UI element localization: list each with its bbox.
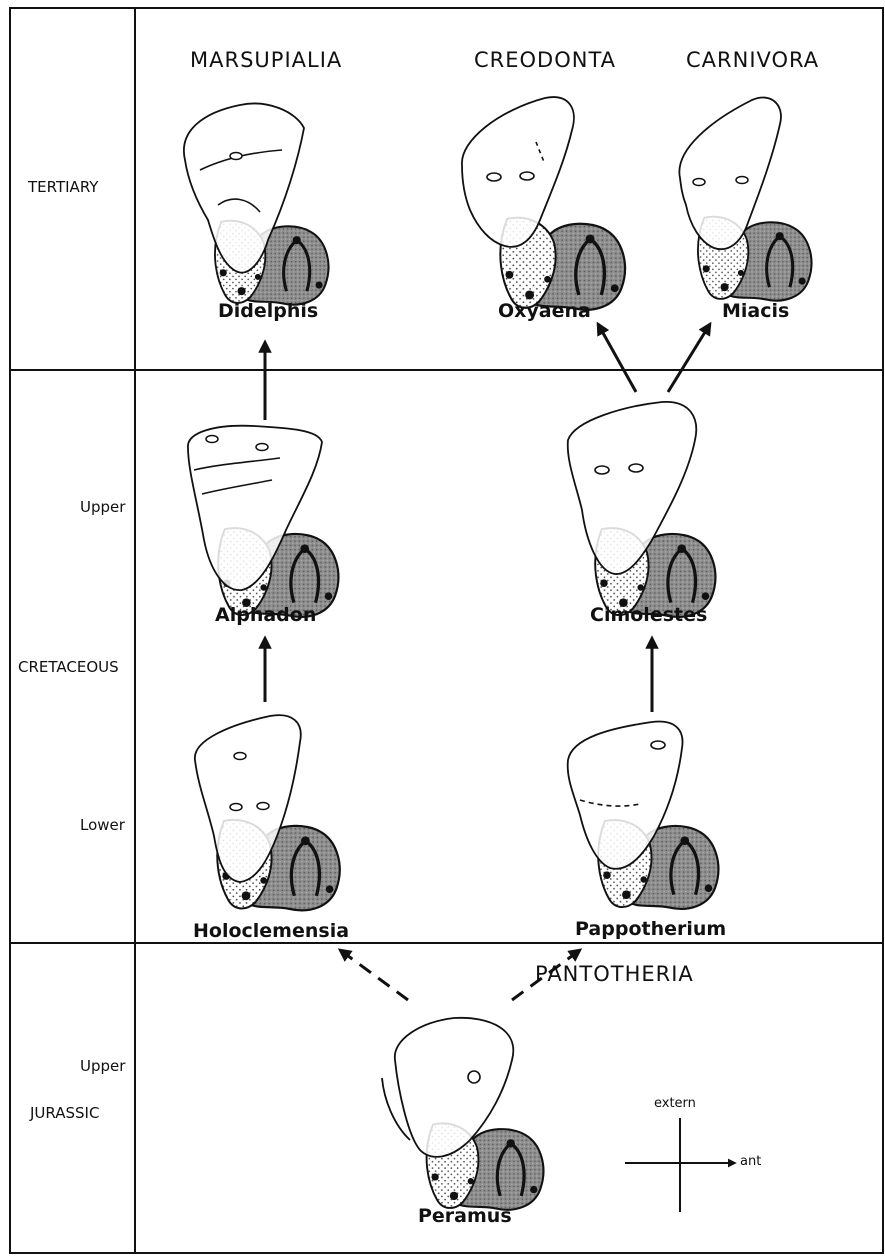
- genus-cimolestes: Cimolestes: [590, 604, 707, 626]
- genus-holoclemensia: Holoclemensia: [193, 920, 349, 942]
- upper-molar-oxyaena: [462, 97, 574, 247]
- period-jurassic: JURASSIC: [30, 1104, 99, 1122]
- orientation-ant-label: ant: [740, 1154, 761, 1169]
- genus-didelphis: Didelphis: [218, 300, 318, 322]
- period-upper-jurassic: Upper: [80, 1057, 125, 1075]
- group-creodonta: CREODONTA: [474, 48, 616, 72]
- period-upper-cretaceous: Upper: [80, 498, 125, 516]
- genus-miacis: Miacis: [722, 300, 789, 322]
- group-pantotheria: PANTOTHERIA: [535, 962, 694, 986]
- genus-alphadon: Alphadon: [215, 604, 316, 626]
- period-tertiary: TERTIARY: [28, 178, 98, 196]
- orientation-extern-label: extern: [654, 1096, 696, 1111]
- period-cretaceous: CRETACEOUS: [18, 658, 119, 676]
- orientation-cross: [625, 1118, 735, 1212]
- genus-oxyaena: Oxyaena: [498, 300, 591, 322]
- group-carnivora: CARNIVORA: [686, 48, 819, 72]
- period-lower-cretaceous: Lower: [80, 816, 125, 834]
- genus-peramus: Peramus: [418, 1205, 512, 1227]
- group-marsupialia: MARSUPIALIA: [190, 48, 342, 72]
- genus-pappotherium: Pappotherium: [575, 918, 726, 940]
